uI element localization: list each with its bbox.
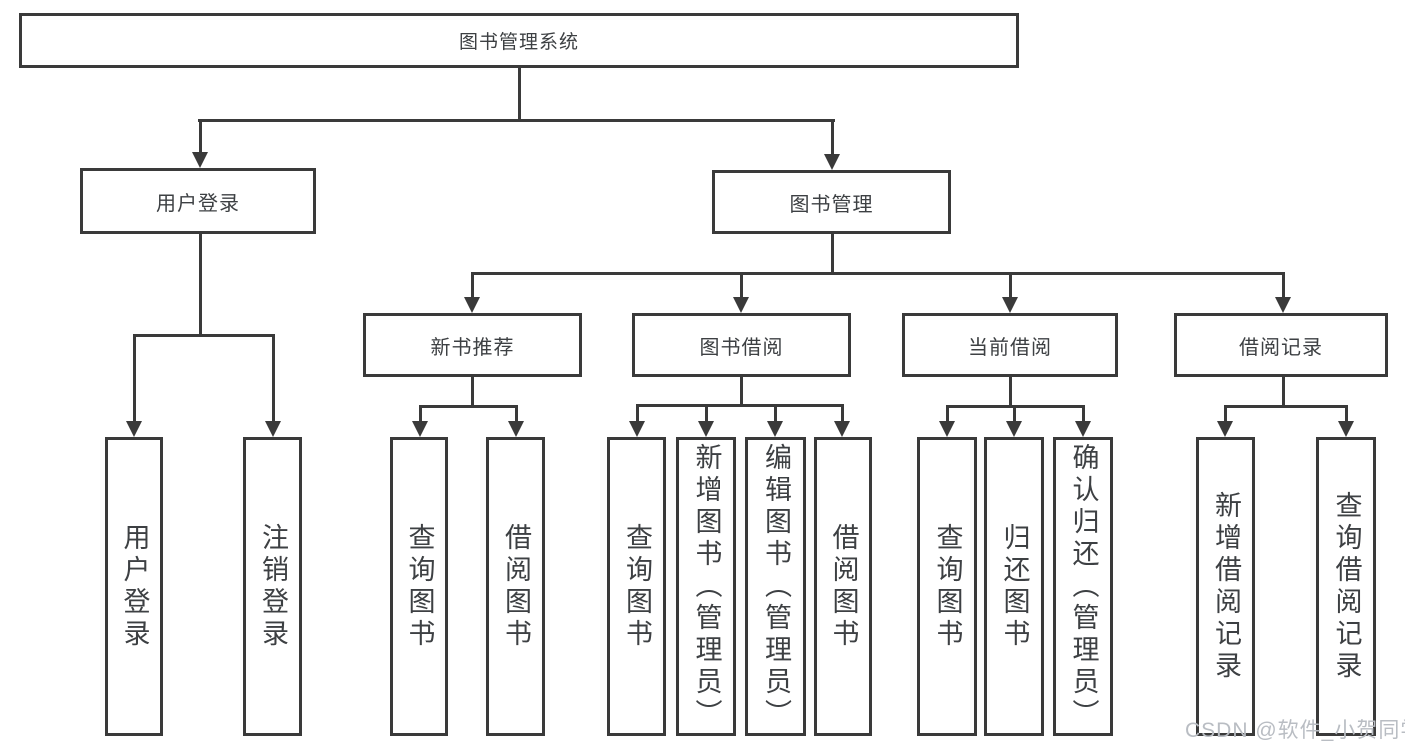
- node-label: 当前借阅: [968, 336, 1052, 359]
- node-leaf-borrow-books-recommend: 借阅图书: [486, 437, 545, 736]
- arrow-down-icon: [1275, 297, 1291, 313]
- node-label: 编辑图书（管理员）: [761, 442, 791, 731]
- connector-line: [831, 233, 834, 275]
- connector-line: [946, 405, 949, 421]
- node-leaf-query-books-current: 查询图书: [917, 437, 977, 736]
- node-label: 查询图书: [404, 522, 435, 651]
- arrow-down-icon: [1002, 297, 1018, 313]
- connector-line: [272, 334, 275, 421]
- node-library-system: 图书管理系统: [19, 13, 1019, 68]
- arrow-down-icon: [939, 421, 955, 437]
- arrow-down-icon: [464, 297, 480, 313]
- connector-line: [133, 334, 136, 421]
- connector-line: [740, 377, 743, 406]
- node-label: 查询图书: [622, 522, 652, 651]
- node-label: 图书管理: [789, 193, 874, 216]
- arrow-down-icon: [733, 297, 749, 313]
- connector-line: [1009, 272, 1012, 297]
- connector-line: [471, 272, 1285, 275]
- connector-line: [515, 405, 518, 421]
- connector-line: [705, 404, 708, 421]
- node-label: 借阅图书: [828, 522, 859, 651]
- node-label: 借阅图书: [501, 522, 531, 651]
- node-label: 新增借阅记录: [1211, 490, 1241, 683]
- connector-line: [1345, 405, 1348, 421]
- arrow-down-icon: [126, 421, 142, 437]
- connector-line: [831, 119, 834, 154]
- node-label: 用户登录: [156, 192, 240, 215]
- node-leaf-confirm-return-admin: 确认归还（管理员）: [1053, 437, 1113, 736]
- arrow-down-icon: [767, 421, 783, 437]
- connector-line: [199, 233, 202, 336]
- connector-line: [133, 334, 275, 337]
- node-label: 归还图书: [999, 522, 1030, 651]
- node-leaf-user-login: 用户登录: [105, 437, 163, 736]
- connector-line: [1282, 377, 1285, 407]
- node-leaf-return-books: 归还图书: [984, 437, 1044, 736]
- connector-line: [1013, 405, 1016, 421]
- arrow-down-icon: [1075, 421, 1091, 437]
- node-leaf-borrow-books: 借阅图书: [814, 437, 872, 736]
- arrow-down-icon: [629, 421, 645, 437]
- node-leaf-logout: 注销登录: [243, 437, 302, 736]
- connector-line: [1282, 272, 1285, 297]
- node-label: 查询图书: [932, 522, 963, 651]
- connector-line: [199, 119, 202, 152]
- node-label: 注销登录: [258, 522, 288, 651]
- arrow-down-icon: [412, 421, 428, 437]
- node-leaf-query-borrow-record: 查询借阅记录: [1316, 437, 1376, 736]
- node-leaf-edit-book-admin: 编辑图书（管理员）: [745, 437, 806, 736]
- node-label: 图书借阅: [699, 336, 784, 359]
- connector-line: [636, 404, 639, 421]
- connector-line: [471, 272, 474, 297]
- node-label: 新增图书（管理员）: [691, 442, 722, 731]
- connector-line: [471, 377, 474, 407]
- node-new-book-recommend: 新书推荐: [363, 313, 582, 377]
- connector-line: [1224, 405, 1348, 408]
- connector-line: [518, 68, 521, 122]
- node-label: 确认归还（管理员）: [1068, 442, 1099, 731]
- connector-line: [198, 119, 835, 122]
- arrow-down-icon: [1006, 421, 1022, 437]
- node-user-login: 用户登录: [80, 168, 316, 234]
- node-book-borrowing: 图书借阅: [632, 313, 851, 377]
- arrow-down-icon: [265, 421, 281, 437]
- arrow-down-icon: [192, 152, 208, 168]
- connector-line: [841, 404, 844, 421]
- connector-line: [419, 405, 422, 421]
- node-label: 用户登录: [119, 522, 150, 651]
- node-label: 查询借阅记录: [1331, 490, 1362, 683]
- connector-line: [1082, 405, 1085, 421]
- node-leaf-query-books-recommend: 查询图书: [390, 437, 448, 736]
- node-leaf-query-books-borrow: 查询图书: [607, 437, 666, 736]
- node-label: 图书管理系统: [458, 32, 579, 53]
- node-borrowing-records: 借阅记录: [1174, 313, 1388, 377]
- arrow-down-icon: [824, 154, 840, 170]
- arrow-down-icon: [1338, 421, 1354, 437]
- node-label: 借阅记录: [1239, 336, 1323, 359]
- arrow-down-icon: [508, 421, 524, 437]
- connector-line: [1224, 405, 1227, 421]
- connector-line: [1009, 377, 1012, 407]
- arrow-down-icon: [834, 421, 850, 437]
- node-label: 新书推荐: [430, 336, 515, 359]
- node-book-management: 图书管理: [712, 170, 951, 234]
- csdn-watermark: CSDN @软件_小贺同学: [1185, 719, 1405, 742]
- connector-line: [419, 405, 518, 408]
- node-leaf-add-borrow-record: 新增借阅记录: [1196, 437, 1255, 736]
- arrow-down-icon: [698, 421, 714, 437]
- node-leaf-add-book-admin: 新增图书（管理员）: [676, 437, 736, 736]
- node-current-borrowing: 当前借阅: [902, 313, 1118, 377]
- arrow-down-icon: [1217, 421, 1233, 437]
- connector-line: [774, 404, 777, 421]
- connector-line: [740, 272, 743, 297]
- connector-line: [636, 404, 844, 407]
